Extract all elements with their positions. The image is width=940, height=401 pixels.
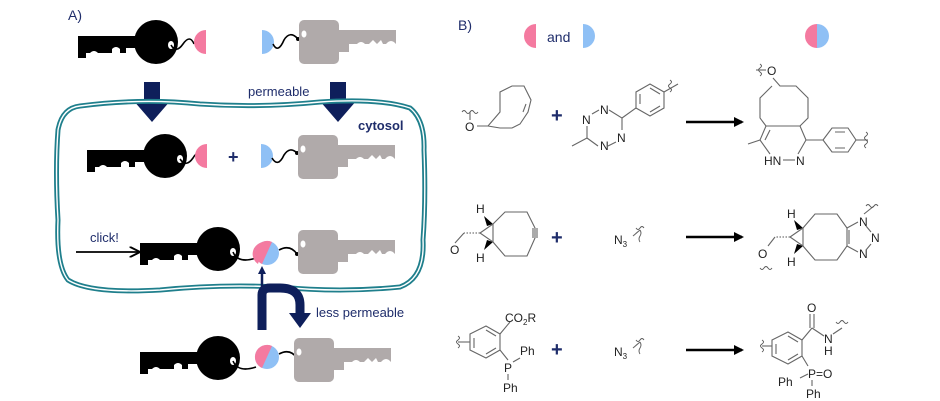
atom-label: H bbox=[787, 207, 796, 221]
panel-a: A) permeable cytosol + bbox=[54, 7, 428, 382]
atom-label: O bbox=[807, 301, 816, 315]
permeable-label: permeable bbox=[248, 84, 309, 99]
linker-icon bbox=[170, 38, 195, 51]
atom-label: H bbox=[476, 202, 485, 216]
atom-label: P bbox=[504, 361, 512, 375]
less-permeable-label: less permeable bbox=[316, 305, 404, 320]
black-key-pink-half-intracellular bbox=[87, 134, 207, 178]
svg-text:CO2R: CO2R bbox=[505, 311, 536, 327]
panel-b: B) and O + N N N N bbox=[450, 17, 880, 401]
pink-blue-circle-icon bbox=[252, 240, 279, 265]
tco-reactant: O bbox=[461, 85, 532, 134]
reaction-row-3: CO2R P Ph Ph + N3 O bbox=[456, 301, 849, 401]
phenyl-label: Ph bbox=[778, 375, 793, 389]
phenyl-label: Ph bbox=[503, 381, 518, 395]
clicked-conjugate-extracellular bbox=[140, 336, 391, 382]
gray-key-icon bbox=[298, 230, 395, 274]
amide-phosphine-oxide-product: O N H P=O Ph Ph bbox=[760, 301, 849, 401]
plus-sign: + bbox=[551, 105, 563, 127]
black-key-icon bbox=[140, 336, 240, 380]
atom-label: N bbox=[824, 332, 833, 346]
gray-key-blue-half-intracellular bbox=[261, 135, 395, 179]
black-key-pink-half-reactant bbox=[78, 20, 206, 64]
azide-reactant: N3 bbox=[614, 338, 645, 361]
svg-text:N3: N3 bbox=[614, 345, 628, 361]
blue-half-circle-icon bbox=[262, 30, 274, 54]
plus-sign: + bbox=[228, 147, 239, 167]
atom-label: O bbox=[450, 243, 459, 257]
atom-label: N bbox=[582, 113, 591, 127]
atom-label: O bbox=[465, 120, 474, 134]
tetrazine-reactant: N N N N bbox=[571, 79, 679, 153]
subscript-label: 2 bbox=[523, 318, 528, 327]
atom-label: N bbox=[859, 215, 868, 229]
blue-half-circle-icon bbox=[261, 144, 273, 168]
clicked-conjugate-intracellular bbox=[140, 227, 395, 274]
click-label: click! bbox=[90, 230, 119, 245]
atom-label: HN bbox=[764, 154, 781, 168]
panel-b-label: B) bbox=[458, 17, 472, 33]
cell-membrane bbox=[54, 98, 428, 294]
less-permeable-arrow-icon bbox=[257, 266, 311, 330]
and-label: and bbox=[547, 29, 570, 45]
pink-blue-circle-icon bbox=[805, 24, 829, 48]
reaction-row-1: O + N N N N bbox=[461, 63, 868, 168]
blue-half-circle-icon bbox=[583, 24, 595, 48]
svg-text:N3: N3 bbox=[614, 233, 628, 249]
atom-label: O bbox=[767, 64, 776, 78]
gray-key-icon bbox=[299, 20, 396, 64]
atom-label: N bbox=[614, 345, 623, 359]
phosphine-ester-reactant: CO2R P Ph Ph bbox=[456, 311, 536, 395]
phenyl-label: Ph bbox=[520, 344, 535, 358]
phenyl-label: Ph bbox=[806, 387, 821, 401]
plus-sign: + bbox=[551, 227, 563, 249]
atom-label: N bbox=[600, 139, 609, 153]
atom-label: H bbox=[824, 344, 833, 358]
triazole-product: H H O N N N bbox=[758, 204, 880, 270]
atom-label: N bbox=[796, 154, 805, 168]
pyridazine-product: O HN N bbox=[747, 63, 868, 168]
atom-label: N bbox=[600, 103, 609, 117]
reaction-row-2: H H O + N3 H H bbox=[450, 202, 880, 270]
pink-half-circle-icon bbox=[195, 144, 207, 168]
pink-blue-circle-icon bbox=[254, 344, 279, 369]
subscript-label: 3 bbox=[623, 240, 628, 249]
pink-half-circle-icon bbox=[194, 30, 206, 54]
azide-reactant: N3 bbox=[614, 226, 645, 249]
ester-label: CO bbox=[505, 311, 523, 325]
phosphine-oxide-label: P=O bbox=[808, 367, 832, 381]
gray-key-icon bbox=[298, 135, 395, 179]
pink-half-circle-icon bbox=[524, 24, 536, 48]
black-key-icon bbox=[87, 134, 187, 178]
black-key-icon bbox=[140, 227, 240, 271]
atom-label: N bbox=[871, 231, 880, 245]
cytosol-label: cytosol bbox=[358, 118, 404, 133]
linker-icon bbox=[272, 33, 299, 49]
gray-key-blue-half-reactant bbox=[262, 20, 396, 64]
black-key-icon bbox=[78, 20, 178, 64]
r-group-label: R bbox=[527, 311, 536, 325]
plus-sign: + bbox=[551, 339, 563, 361]
atom-label: N bbox=[617, 131, 626, 145]
atom-label: O bbox=[758, 247, 767, 261]
atom-label: N bbox=[859, 247, 868, 261]
atom-label: H bbox=[787, 255, 796, 269]
atom-label: H bbox=[476, 251, 485, 265]
atom-label: N bbox=[614, 233, 623, 247]
subscript-label: 3 bbox=[623, 352, 628, 361]
gray-key-icon bbox=[294, 338, 391, 382]
panel-a-label: A) bbox=[68, 7, 82, 23]
bcn-reactant: H H O bbox=[450, 202, 538, 265]
